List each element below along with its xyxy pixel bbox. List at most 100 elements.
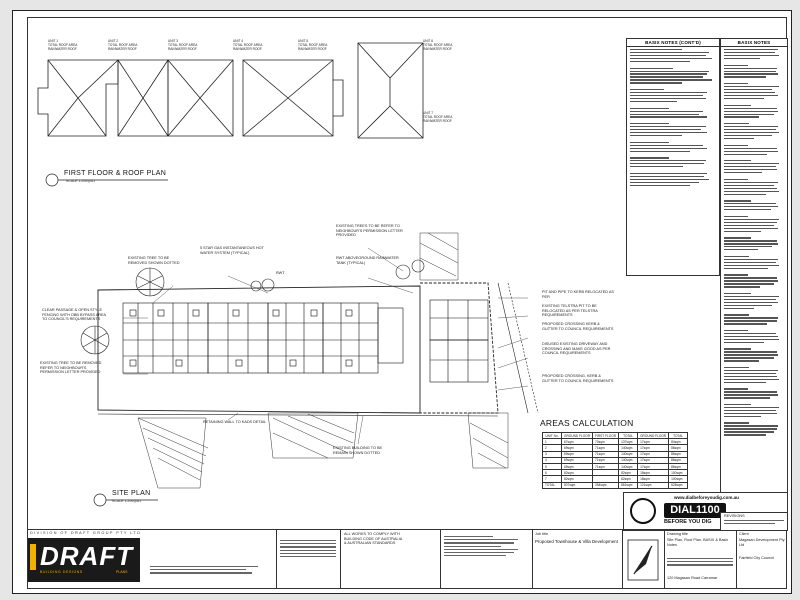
svg-text:UNIT 6: UNIT 6 bbox=[423, 39, 433, 43]
annotation-crossing-1: PROPOSED CROSSING KERB & GUTTER TO COUNC… bbox=[542, 322, 614, 331]
svg-text:TOTAL ROOF AREA: TOTAL ROOF AREA bbox=[48, 43, 78, 47]
dial-subtitle: BEFORE YOU DIG bbox=[664, 519, 712, 525]
townhouse-floorplans bbox=[122, 302, 404, 374]
annotation-trees-top: EXISTING TREES TO BE REFER TO NEIGHBOUR'… bbox=[336, 224, 403, 238]
annotation-crossing-2: PROPOSED CROSSING, KERB & GUTTER TO COUN… bbox=[542, 374, 614, 383]
annotation-disused: DISUSED EXISTING DRIVEWAY AND CROSSING A… bbox=[542, 342, 611, 356]
basix-notes-left-panel: BASIX NOTES (CONT'D) bbox=[626, 38, 720, 276]
svg-text:RAINWATER ROOF: RAINWATER ROOF bbox=[423, 47, 452, 51]
drawing-sheet: UNIT 1 TOTAL ROOF AREA RAINWATER ROOF UN… bbox=[12, 10, 792, 594]
first-floor-scale: SCALE 1:200@A1 bbox=[66, 179, 96, 183]
svg-text:UNIT 4: UNIT 4 bbox=[233, 39, 243, 43]
logo-subtitle-plans: PLANS bbox=[116, 570, 128, 574]
project-name: Proposed Townhouse & Villa Development bbox=[535, 539, 618, 544]
consultants-cell bbox=[440, 530, 533, 589]
sheet-title: Site Plan, Roof Plan, BASIX & Basix Note… bbox=[667, 538, 729, 547]
roof-plan-townhouses bbox=[37, 42, 424, 139]
revision-table-cell bbox=[276, 530, 341, 589]
areas-title: AREAS CALCULATION bbox=[540, 418, 634, 428]
annotation-rainwater: RWT ABOVEGROUND RAINWATER TANK (TYPICAL) bbox=[336, 256, 399, 265]
company-division: DIVISION OF DRAFT GROUP PTY LTD bbox=[30, 531, 142, 535]
basix-notes-left-title: BASIX NOTES (CONT'D) bbox=[627, 39, 719, 47]
basix-notes-right-body bbox=[721, 47, 787, 439]
site-plan-scale: SCALE 1:200@A1 bbox=[112, 499, 142, 503]
site-plan-title: SITE PLAN bbox=[112, 490, 151, 497]
svg-text:RAINWATER ROOF: RAINWATER ROOF bbox=[168, 47, 197, 51]
svg-text:RAINWATER ROOF: RAINWATER ROOF bbox=[298, 47, 327, 51]
table-cell: 121sqm bbox=[637, 481, 670, 489]
dig-logo-icon bbox=[630, 498, 656, 524]
compliance-note: ALL WORKS TO COMPLY WITH BUILDING CODE O… bbox=[344, 532, 403, 546]
site-boundary bbox=[97, 282, 499, 414]
table-cell: 861sqm bbox=[618, 481, 639, 489]
architectural-plan: UNIT 1 TOTAL ROOF AREA RAINWATER ROOF UN… bbox=[37, 39, 539, 507]
areas-table: UNIT No. GROUND FLOOR FIRST FLOOR TOTAL … bbox=[542, 431, 689, 489]
svg-text:UNIT 2: UNIT 2 bbox=[108, 39, 118, 43]
annotation-retaining: RETAINING WALL TO KADS DETAIL bbox=[203, 420, 267, 424]
title-block: DIVISION OF DRAFT GROUP PTY LTD DRAFT BU… bbox=[28, 529, 786, 589]
annotation-clear-passage: CLEAR PASSAGE & OPEN STYLE FENCING WITH … bbox=[42, 308, 106, 322]
road-lines bbox=[97, 282, 539, 417]
basix-notes-left-body bbox=[627, 47, 719, 190]
basix-notes-right-panel: BASIX NOTES bbox=[720, 38, 788, 514]
north-arrow-cell bbox=[622, 530, 665, 589]
council-name: Fairfield City Council bbox=[739, 556, 774, 560]
svg-text:RAINWATER ROOF: RAINWATER ROOF bbox=[108, 47, 137, 51]
basix-notes-right-title: BASIX NOTES bbox=[721, 39, 787, 47]
draft-logo: DRAFT BUILDING DESIGNS PLANS bbox=[28, 538, 140, 582]
svg-text:TOTAL ROOF AREA: TOTAL ROOF AREA bbox=[108, 43, 138, 47]
sheet-label: Drawing title bbox=[667, 532, 688, 536]
client-label: Client bbox=[739, 532, 749, 536]
revisions-title: REVISIONS bbox=[724, 514, 745, 518]
logo-brand-text: DRAFT bbox=[40, 541, 134, 571]
sheet-title-cell: Drawing title Site Plan, Roof Plan, BASI… bbox=[664, 530, 737, 589]
svg-text:TOTAL ROOF AREA: TOTAL ROOF AREA bbox=[233, 43, 263, 47]
svg-text:RAINWATER ROOF: RAINWATER ROOF bbox=[233, 47, 262, 51]
annotation-leaders bbox=[123, 247, 529, 445]
first-floor-title-marker bbox=[45, 173, 168, 187]
dial-url: www.dialbeforeyoudig.com.au bbox=[674, 495, 739, 500]
annotation-star-gas: 5 STAR GAS INSTANTANEOUS HOT WATER SYSTE… bbox=[200, 246, 264, 255]
revisions-box: REVISIONS bbox=[720, 512, 788, 530]
client-cell: Client Magasan Development Pty Ltd Fairf… bbox=[736, 530, 786, 589]
table-cell: 354sqm bbox=[592, 481, 620, 489]
annotation-trees-left: EXISTING TREE TO BE REMOVED SHOWN DOTTED bbox=[128, 256, 180, 265]
dial-number: DIAL1100 bbox=[664, 503, 726, 518]
logo-accent-bar bbox=[30, 544, 36, 570]
hatched-areas bbox=[137, 232, 509, 489]
svg-text:UNIT 5: UNIT 5 bbox=[298, 39, 308, 43]
annotation-existing-tree: EXISTING TREE TO BE REMOVED REFER TO NEI… bbox=[40, 361, 102, 375]
annotation-telstra: EXISTING TELSTRA PIT TO BE RELOCATED AS … bbox=[542, 304, 598, 318]
project-cell: Job title Proposed Townhouse & Villa Dev… bbox=[532, 530, 623, 589]
svg-text:UNIT 3: UNIT 3 bbox=[168, 39, 178, 43]
first-floor-title: FIRST FLOOR & ROOF PLAN bbox=[64, 170, 167, 177]
project-label: Job title bbox=[535, 532, 549, 536]
drawing-frame: UNIT 1 TOTAL ROOF AREA RAINWATER ROOF UN… bbox=[27, 17, 788, 589]
compliance-cell: ALL WORKS TO COMPLY WITH BUILDING CODE O… bbox=[340, 530, 441, 589]
annotation-existing-building: EXISTING BUILDING TO BE REMAIN SHOWN DOT… bbox=[333, 446, 383, 455]
svg-text:TOTAL ROOF AREA: TOTAL ROOF AREA bbox=[298, 43, 328, 47]
svg-text:TOTAL ROOF AREA: TOTAL ROOF AREA bbox=[423, 43, 453, 47]
svg-text:RAINWATER ROOF: RAINWATER ROOF bbox=[48, 47, 77, 51]
annotation-rwt: RWT bbox=[276, 271, 285, 275]
logo-subtitle: BUILDING DESIGNS bbox=[40, 570, 83, 574]
svg-text:RAINWATER ROOF: RAINWATER ROOF bbox=[423, 119, 452, 123]
north-arrow-icon bbox=[627, 539, 659, 581]
svg-text:UNIT 1: UNIT 1 bbox=[48, 39, 58, 43]
contact-details-cell bbox=[146, 530, 277, 589]
roof-unit-tags: UNIT 1 TOTAL ROOF AREA RAINWATER ROOF UN… bbox=[48, 39, 453, 123]
table-cell: TOTAL bbox=[542, 481, 562, 489]
villa-floorplans bbox=[429, 299, 489, 383]
table-cell: 507sqm bbox=[560, 481, 594, 489]
svg-text:UNIT 7: UNIT 7 bbox=[423, 111, 433, 115]
tree-symbols bbox=[80, 259, 425, 355]
site-plan-title-marker bbox=[93, 493, 158, 507]
annotation-pit-pipe: PIT AND PIPE TO KERB RELOCATED AS PER bbox=[542, 290, 614, 299]
site-address: 120 Magasan Road Carramar bbox=[667, 576, 718, 580]
svg-text:TOTAL ROOF AREA: TOTAL ROOF AREA bbox=[423, 115, 453, 119]
svg-text:TOTAL ROOF AREA: TOTAL ROOF AREA bbox=[168, 43, 198, 47]
client-name: Magasan Development Pty Ltd bbox=[739, 538, 785, 547]
